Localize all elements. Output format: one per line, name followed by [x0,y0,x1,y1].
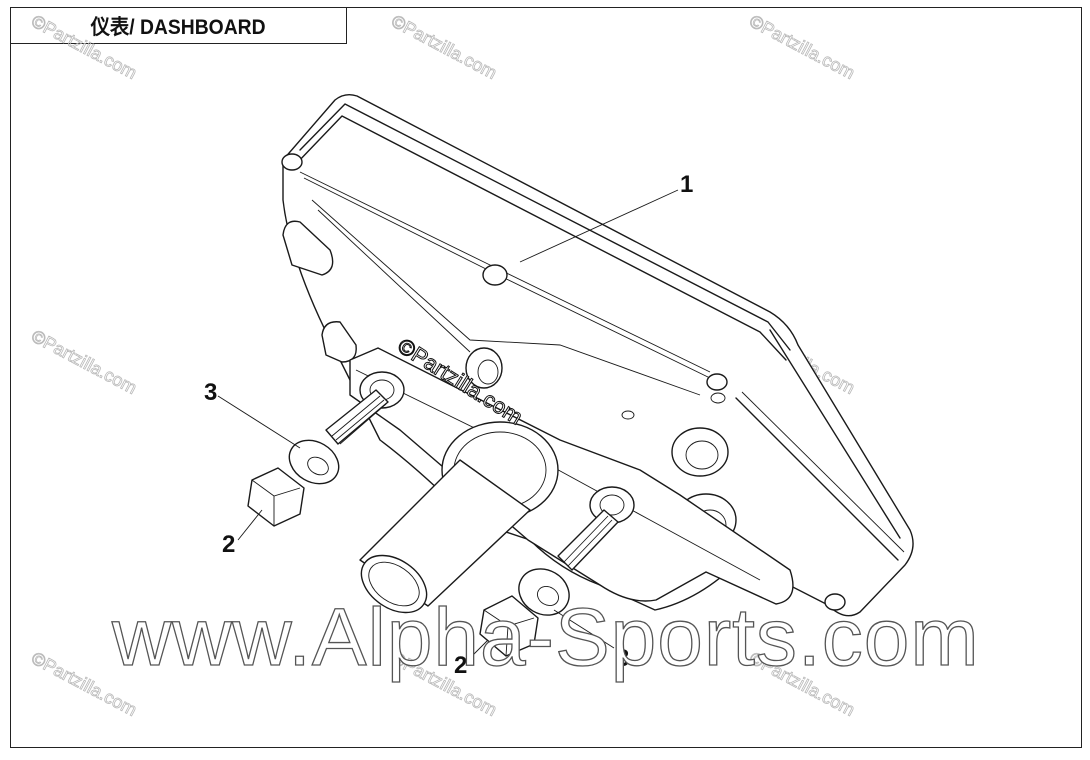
washer-right [518,568,570,616]
stud-right [557,509,619,571]
callout-2: 2 [454,652,467,679]
dashboard-housing [281,93,914,617]
watermark-alpha-sports: www.Alpha-Sports.com [111,592,980,683]
washer-left [288,439,340,485]
diagram-title: 仪表/ DASHBOARD [91,15,266,39]
nut-left [247,467,305,527]
callout-1: 1 [680,171,693,198]
callout-3: 3 [616,645,629,672]
nut-right [479,595,539,657]
watermark-partzilla: ©Partzilla.com [28,11,140,83]
stud-left [325,389,389,445]
leader-lines [217,189,679,659]
watermark-partzilla: ©Partzilla.com [388,11,500,83]
watermark-partzilla: ©Partzilla.com [746,11,858,83]
watermark-partzilla: ©Partzilla.com [28,326,140,398]
title-box: 仪表/ DASHBOARD [10,7,347,44]
callout-3: 3 [204,379,217,406]
callout-2: 2 [222,531,235,558]
